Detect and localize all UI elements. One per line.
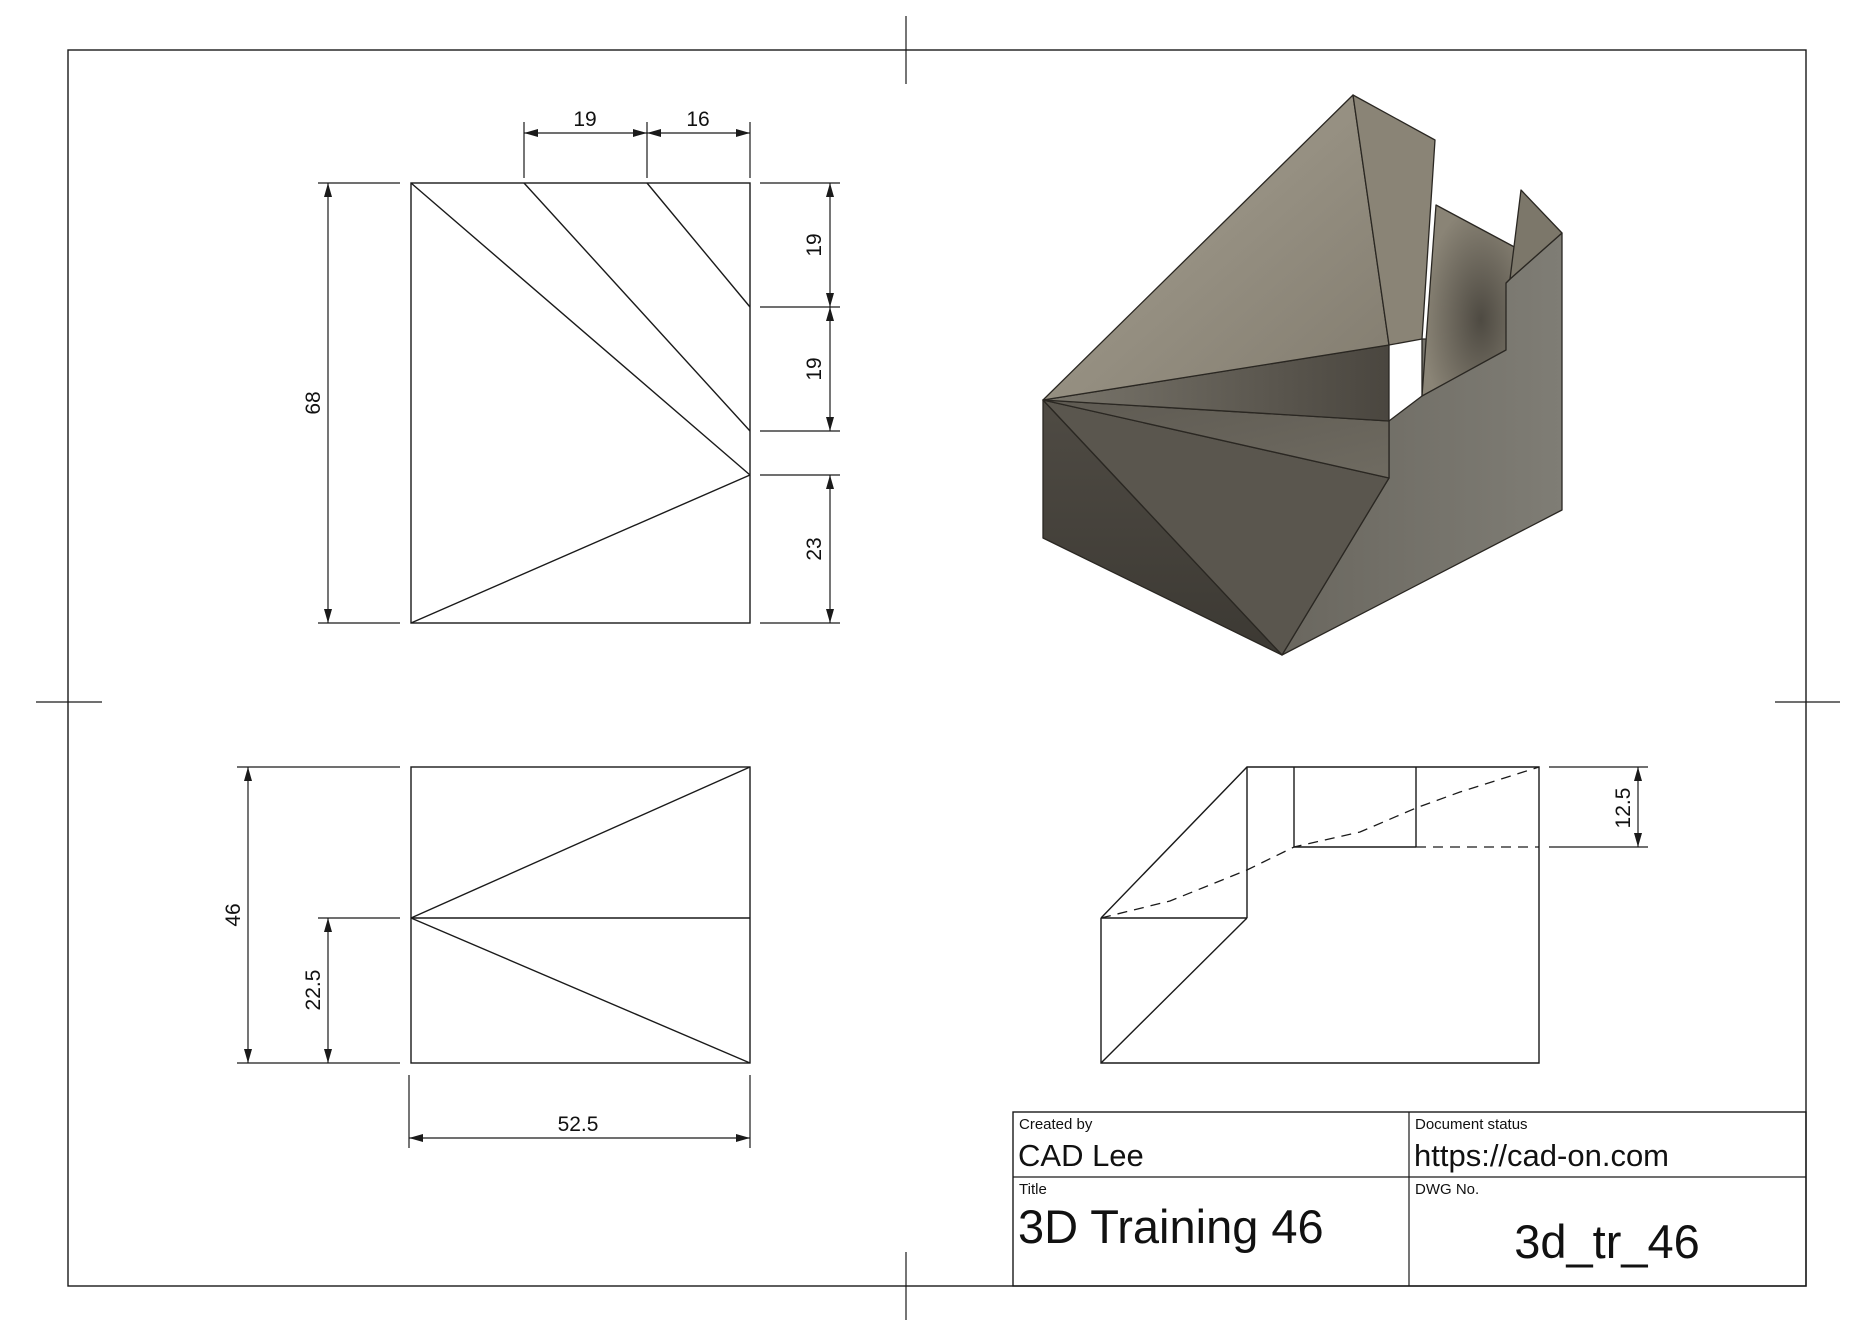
sheet-frame [36, 16, 1840, 1320]
dim-right-19a: 19 [803, 233, 826, 256]
dim-right-23: 23 [803, 537, 826, 560]
document-status-label: Document status [1415, 1116, 1528, 1133]
top-view: 19 16 19 19 23 68 [302, 108, 840, 624]
drawing-title: 3D Training 46 [1018, 1200, 1324, 1253]
dim-front-46: 46 [222, 903, 245, 926]
dim-front-22-5: 22.5 [302, 970, 325, 1011]
dwg-no-label: DWG No. [1415, 1181, 1479, 1198]
side-view: 12.5 [1100, 766, 1648, 1064]
dim-top-19: 19 [573, 108, 596, 131]
dim-right-19b: 19 [803, 357, 826, 380]
dim-side-12-5: 12.5 [1612, 788, 1635, 829]
created-by-label: Created by [1019, 1116, 1093, 1133]
dwg-no-value: 3d_tr_46 [1514, 1215, 1700, 1268]
dim-front-52-5: 52.5 [558, 1113, 599, 1136]
created-by-value: CAD Lee [1018, 1138, 1144, 1173]
dim-left-68: 68 [302, 391, 325, 414]
isometric-view [1042, 94, 1563, 656]
title-label: Title [1019, 1181, 1047, 1198]
front-dims: 46 22.5 52.5 [222, 766, 751, 1148]
left-dims: 68 [302, 182, 400, 624]
right-dims: 19 19 23 [760, 182, 840, 624]
front-view: 46 22.5 52.5 [222, 766, 751, 1148]
title-block: Created by CAD Lee Document status https… [1012, 1111, 1807, 1287]
top-dims: 19 16 [523, 108, 751, 178]
document-status-value: https://cad-on.com [1414, 1138, 1669, 1173]
dim-top-16: 16 [686, 108, 709, 131]
side-dims: 12.5 [1549, 766, 1648, 848]
